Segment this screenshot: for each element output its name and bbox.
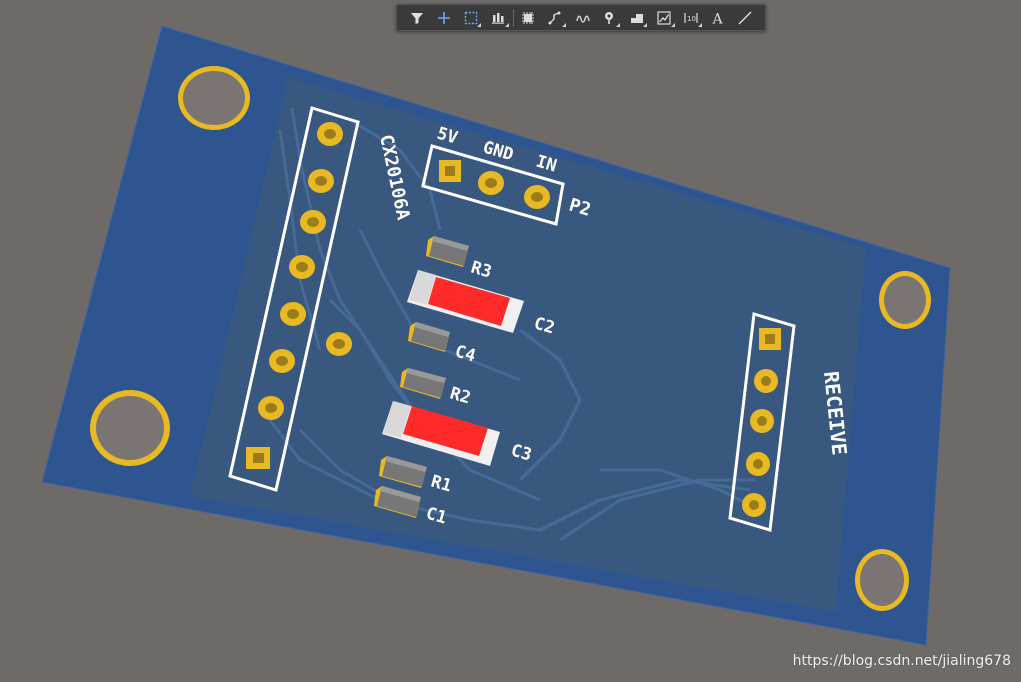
capacitor-c3[interactable]: C3 — [382, 401, 534, 466]
dimension-button[interactable]: 10 — [678, 7, 705, 29]
toolbar-separator — [512, 8, 514, 27]
resistor-r2[interactable]: R2 — [400, 368, 473, 408]
crosshair-button[interactable] — [430, 7, 457, 29]
filter-button[interactable] — [403, 7, 430, 29]
pcb-toolbar: 10 A — [396, 4, 766, 31]
line-button[interactable] — [732, 7, 759, 29]
interactive-route-button[interactable] — [569, 7, 596, 29]
resistor-r3[interactable]: R3 — [426, 236, 494, 282]
svg-text:A: A — [712, 11, 724, 26]
copper-pour — [190, 78, 866, 612]
select-rectangle-icon — [464, 11, 478, 24]
via — [326, 332, 352, 356]
route-button[interactable] — [542, 7, 569, 29]
place-pad-icon — [604, 11, 613, 24]
capacitor-c1[interactable]: C1 — [374, 486, 449, 528]
component-button[interactable] — [515, 7, 542, 29]
header-pads — [246, 122, 343, 469]
select-rectangle-button[interactable] — [457, 7, 484, 29]
place-pad-button[interactable] — [596, 7, 623, 29]
interactive-route-icon — [575, 15, 590, 23]
graph-icon — [657, 10, 671, 25]
dimension-icon: 10 — [684, 12, 698, 23]
svg-text:10: 10 — [687, 15, 696, 23]
polygon-pour-button[interactable] — [623, 7, 650, 29]
watermark-url: https://blog.csdn.net/jialing678 — [792, 653, 1011, 669]
component-icon — [522, 11, 535, 24]
graph-button[interactable] — [650, 7, 677, 29]
crosshair-icon — [437, 11, 450, 24]
route-icon — [548, 11, 561, 24]
polygon-pour-icon — [630, 13, 643, 23]
copper-traces — [268, 107, 761, 542]
line-icon — [738, 11, 752, 24]
align-icon — [492, 12, 505, 24]
string-button[interactable]: A — [705, 7, 732, 29]
align-button[interactable] — [484, 7, 511, 29]
mounting-holes — [90, 66, 931, 611]
string-icon: A — [712, 11, 724, 26]
filter-icon — [410, 12, 423, 24]
